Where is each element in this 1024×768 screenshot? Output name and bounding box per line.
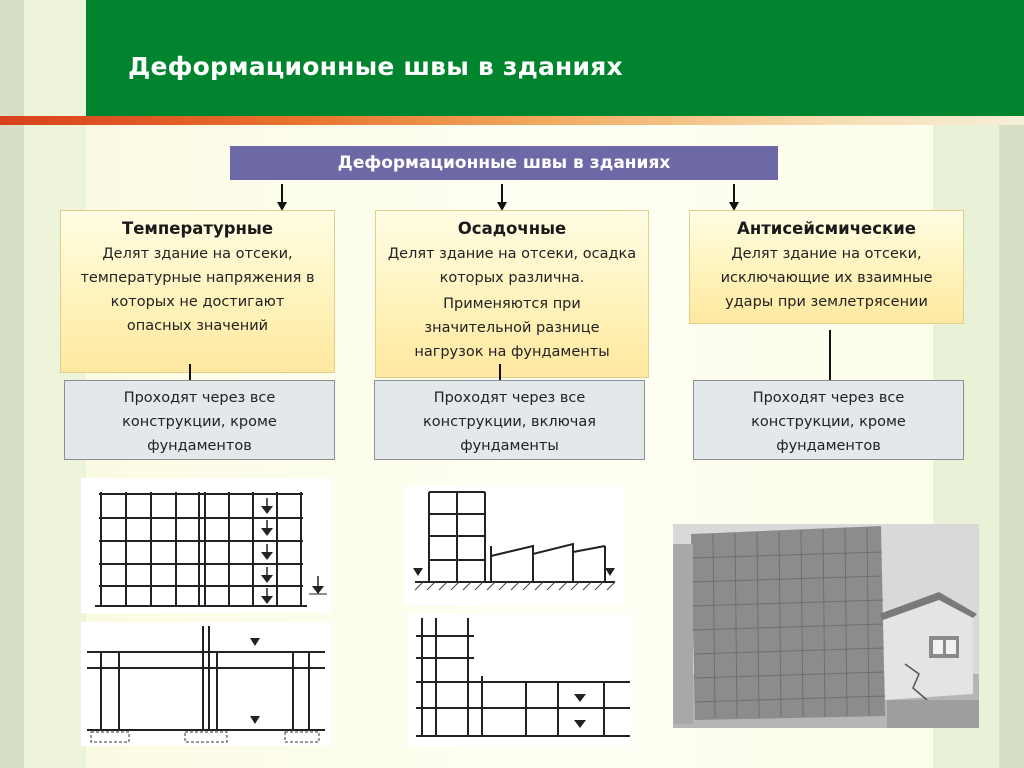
connector-line-4 xyxy=(189,364,191,380)
connector-line-3 xyxy=(733,184,735,203)
arrow-down-icon xyxy=(277,202,287,211)
figure-temperature-frame-elevation xyxy=(81,478,331,613)
connector-line-1 xyxy=(281,184,283,203)
card-description: Делят здание на отсеки, осадка которых р… xyxy=(387,246,637,286)
frame-elevation-drawing xyxy=(95,492,327,607)
card-description: Делят здание на отсеки, исключающие их в… xyxy=(720,246,933,310)
arrow-down-icon xyxy=(497,202,507,211)
connector-line-5 xyxy=(499,364,501,384)
slide-header xyxy=(86,0,1024,116)
earthquake-photo-illustration xyxy=(673,524,979,728)
card-title: Антисейсмические xyxy=(737,219,916,238)
card-title: Температурные xyxy=(121,219,274,238)
connector-line-2 xyxy=(501,184,503,203)
slide-title: Деформационные швы в зданиях xyxy=(128,52,623,81)
card-temperature-joint: Температурные Делят здание на отсеки, те… xyxy=(60,210,335,373)
passes-through-box-2: Проходят через все конструкции, включая … xyxy=(374,380,645,460)
settlement-elevation-drawing xyxy=(413,491,616,591)
settlement-section-drawing xyxy=(416,618,630,737)
passes-through-box-3: Проходят через все конструкции, кроме фу… xyxy=(693,380,964,460)
figure-settlement-section xyxy=(408,614,633,746)
card-note: Применяются при значительной разнице наг… xyxy=(414,296,610,360)
arrow-down-icon xyxy=(729,202,739,211)
temperature-section-drawing xyxy=(87,626,325,743)
connector-line-6 xyxy=(829,330,831,380)
header-accent-line xyxy=(0,116,1024,125)
card-seismic-joint: Антисейсмические Делят здание на отсеки,… xyxy=(689,210,964,324)
passes-through-box-1: Проходят через все конструкции, кроме фу… xyxy=(64,380,335,460)
figure-settlement-elevation xyxy=(405,486,623,606)
diagram-root-banner: Деформационные швы в зданиях xyxy=(230,146,778,180)
card-settlement-joint: Осадочные Делят здание на отсеки, осадка… xyxy=(375,210,649,378)
card-description: Делят здание на отсеки, температурные на… xyxy=(80,246,315,334)
background-right-strip xyxy=(999,124,1024,768)
photo-earthquake-damaged-building xyxy=(673,524,979,728)
card-title: Осадочные xyxy=(457,219,567,238)
figure-temperature-section xyxy=(81,622,331,746)
background-left-strip xyxy=(0,0,24,768)
